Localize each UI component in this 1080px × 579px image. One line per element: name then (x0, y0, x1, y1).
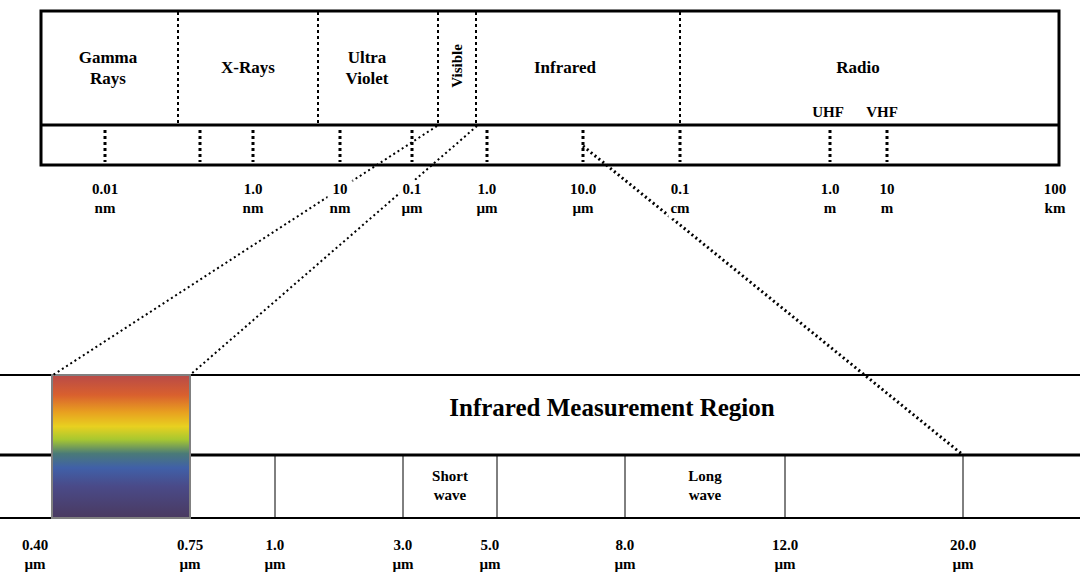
scale-value: 1.0 µm (474, 180, 499, 218)
scale-value: 12.0 µm (770, 536, 800, 574)
region-label: Radio (834, 57, 881, 78)
spectrum-frame (41, 11, 1059, 165)
band-divider (275, 455, 276, 518)
region-label: Visible (448, 42, 467, 90)
region-label: X-Rays (219, 57, 277, 78)
scale-value: 10 m (878, 180, 897, 218)
band-label: Long wave (686, 467, 723, 505)
scale-tick (829, 130, 832, 162)
scale-value: 0.75 µm (175, 536, 205, 574)
scale-tick (104, 130, 107, 162)
scale-tick (486, 130, 489, 162)
scale-value: 5.0 µm (477, 536, 502, 574)
scale-value: 0.1 cm (668, 180, 691, 218)
visible-spectrum-swatch (52, 375, 190, 518)
band-label: UHF (810, 103, 846, 122)
region-separator (177, 12, 179, 124)
scale-value: 10.0 µm (568, 180, 598, 218)
scale-divider (41, 124, 1059, 127)
scale-value: 100 km (1042, 180, 1069, 218)
scale-value: 8.0 µm (612, 536, 637, 574)
scale-tick (411, 130, 414, 162)
region-separator (679, 12, 681, 124)
band-dividers (275, 455, 963, 518)
scale-tick (339, 130, 342, 162)
scale-value: 1.0 µm (262, 536, 287, 574)
band-divider (963, 455, 964, 518)
band-divider (403, 455, 404, 518)
band-divider (785, 455, 786, 518)
band-label: VHF (864, 103, 900, 122)
scale-value: 10 nm (328, 180, 353, 218)
region-separator (437, 12, 439, 124)
region-label: Gamma Rays (77, 47, 140, 90)
zoom-line (53, 126, 437, 375)
region-separators (178, 12, 680, 124)
scale-value: 0.1 µm (399, 180, 424, 218)
scale-value: 3.0 µm (390, 536, 415, 574)
zoom-lines (53, 126, 963, 455)
scale-value: 1.0 m (819, 180, 842, 218)
scale-ticks (105, 130, 887, 162)
scale-value: 0.40 µm (20, 536, 50, 574)
scale-tick (252, 130, 255, 162)
scale-tick (886, 130, 889, 162)
band-divider (625, 455, 626, 518)
region-title: Infrared Measurement Region (447, 392, 776, 423)
scale-value: 20.0 µm (948, 536, 978, 574)
zoom-line (190, 126, 477, 375)
region-label: Ultra Violet (344, 47, 391, 90)
band-divider (497, 455, 498, 518)
region-separator (475, 12, 477, 124)
band-label: Short wave (430, 467, 470, 505)
region-label: Infrared (532, 57, 598, 78)
scale-tick (199, 130, 202, 162)
scale-value: 0.01 nm (90, 180, 120, 218)
scale-tick (679, 130, 682, 162)
scale-value: 1.0 nm (241, 180, 266, 218)
region-separator (317, 12, 319, 124)
